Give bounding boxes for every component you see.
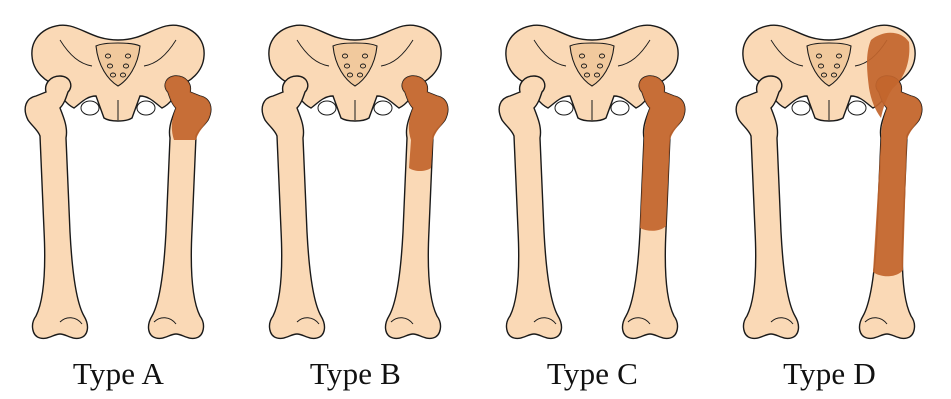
femoral-lesion [639,76,685,231]
panel-type-d: Type D [711,0,948,399]
skeleton-illustration [474,0,711,350]
skeleton-illustration [711,0,948,350]
left-femur [262,76,324,338]
panel-caption: Type C [474,356,711,392]
panel-type-c: Type C [474,0,711,399]
left-femur [736,76,798,338]
panel-caption: Type D [711,356,948,392]
skeleton-illustration [237,0,474,350]
femoral-lesion [165,76,211,140]
panel-type-a: Type A [0,0,237,399]
panel-caption: Type B [237,356,474,392]
panel-type-b: Type B [237,0,474,399]
left-femur [499,76,561,338]
panel-caption: Type A [0,356,237,392]
left-femur [25,76,87,338]
skeleton-illustration [0,0,237,350]
